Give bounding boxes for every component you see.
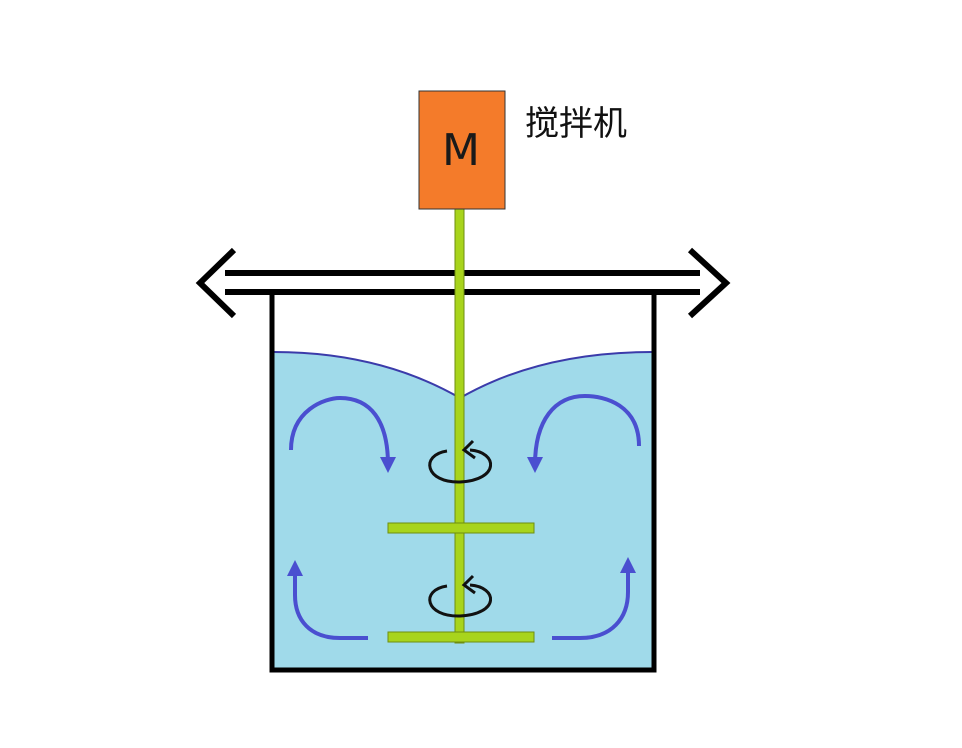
motor-letter: M <box>442 125 480 176</box>
flow-arrow-icon <box>527 393 641 473</box>
impeller-blade <box>387 522 535 534</box>
flow-arrow-icon <box>552 557 636 640</box>
tank <box>269 294 657 673</box>
rotation-arrow-icon <box>428 439 492 484</box>
impeller-blade <box>387 631 535 643</box>
flow-arrows <box>287 393 641 640</box>
agitator-shaft <box>454 207 465 644</box>
flow-arrow-icon <box>289 395 396 473</box>
diagram-caption: 搅拌机 <box>525 104 627 144</box>
rotation-arrow-icon <box>428 574 492 618</box>
motor-icon <box>418 90 506 210</box>
flow-arrow-icon <box>287 560 368 640</box>
